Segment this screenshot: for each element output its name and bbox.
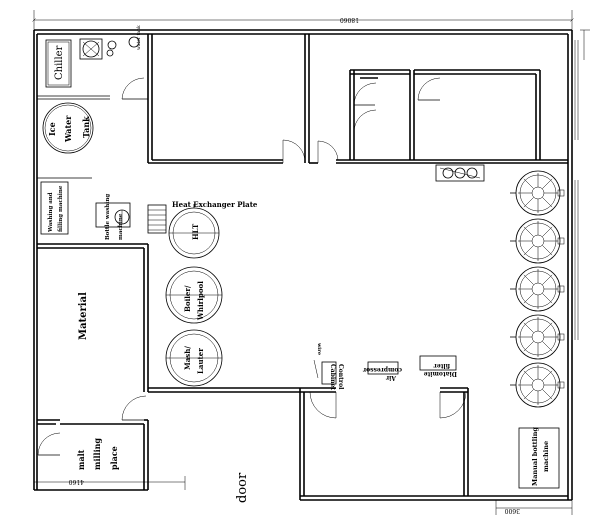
diatomite-filter-label-1: Diatomite	[423, 370, 457, 377]
water-tank-small-label: water tank	[136, 25, 142, 50]
material-label: Material	[78, 292, 89, 340]
bottle-washing-machine: Bottle washing machine	[95, 194, 131, 240]
outer-walls	[33, 29, 573, 501]
manual-bottling-label-1: Manual bottling	[531, 427, 539, 486]
air-compressor-label-2: compressor	[362, 366, 402, 373]
hlt-vessel: HLT	[168, 204, 220, 259]
malt-milling-label-2: milling	[92, 438, 102, 470]
dimension-bottom-right: 3600	[495, 500, 573, 515]
fermenter-tank	[510, 362, 565, 408]
door-label: door	[235, 472, 250, 503]
washing-filling-label-1: Washing and	[48, 192, 54, 233]
stair-platform	[147, 204, 167, 234]
boiler-whirlpool-vessel: Boiler/ Whirlpool	[165, 266, 223, 324]
boiler-whirlpool-label-2: Whirlpool	[196, 281, 205, 321]
control-cabinet-label-1: Control	[337, 364, 344, 390]
dimension-bottom-left: 4160	[33, 476, 186, 490]
ice-water-tank-label-3: Tank	[81, 116, 91, 138]
bottle-washing-label-2: machine	[118, 213, 124, 240]
lower-room	[299, 387, 469, 500]
mash-lauter-label-1: Mash/	[183, 346, 192, 370]
malt-milling-label-3: place	[109, 446, 119, 470]
upper-rooms	[37, 34, 579, 340]
ice-water-tank-label-2: Water	[63, 115, 73, 143]
hlt-label: HLT	[191, 223, 200, 240]
material-room: Material	[37, 243, 300, 421]
dimension-right	[580, 29, 590, 60]
dimension-bottom-left-label: 4160	[69, 478, 84, 485]
ice-water-tank-label-1: Ice	[47, 122, 57, 136]
dimension-top: 18060	[34, 10, 572, 30]
fermenter-tank	[510, 170, 565, 216]
dimension-bottom-right-label: 3600	[505, 507, 520, 514]
washing-filling-machine: Washing and filling machine	[40, 181, 69, 235]
dimension-top-label: 18060	[340, 16, 359, 23]
air-compressor-label-1: Air	[385, 374, 397, 381]
pump-unit: water tank	[79, 25, 142, 60]
fermenter-tank	[510, 266, 565, 312]
malt-milling-label-1: malt	[76, 449, 86, 470]
fermenter-tank	[510, 314, 565, 360]
mash-lauter-label-2: Lauter	[196, 348, 205, 374]
chiller: Chiller	[45, 39, 72, 88]
manual-bottling-label-2: machine	[542, 441, 550, 472]
fermenter-tank	[510, 218, 565, 264]
control-cabinet-label-2: Cabinet	[329, 364, 336, 390]
manual-bottling-machine: Manual bottling machine	[518, 427, 560, 489]
wire-label: wire	[316, 342, 322, 355]
malt-milling-room: malt milling place	[37, 419, 149, 490]
diatomite-filter: Diatomite filter	[419, 355, 457, 377]
washing-filling-label-2: filling machine	[58, 185, 64, 232]
chiller-label: Chiller	[54, 45, 65, 80]
control-cabinet: Control Cabinet wire	[313, 342, 344, 390]
fermenter-manifold	[435, 164, 485, 182]
bottle-washing-label-1: Bottle washing	[105, 194, 111, 240]
ice-water-tank: Ice Water Tank	[42, 102, 94, 154]
air-compressor: Air compressor	[362, 361, 402, 381]
fermenter-group	[510, 170, 565, 408]
mash-lauter-vessel: Mash/ Lauter	[165, 329, 223, 387]
boiler-whirlpool-label-1: Boiler/	[183, 285, 192, 312]
diatomite-filter-label-2: filter	[433, 362, 450, 369]
heat-exchanger-label: Heat Exchanger Plate	[172, 200, 258, 209]
